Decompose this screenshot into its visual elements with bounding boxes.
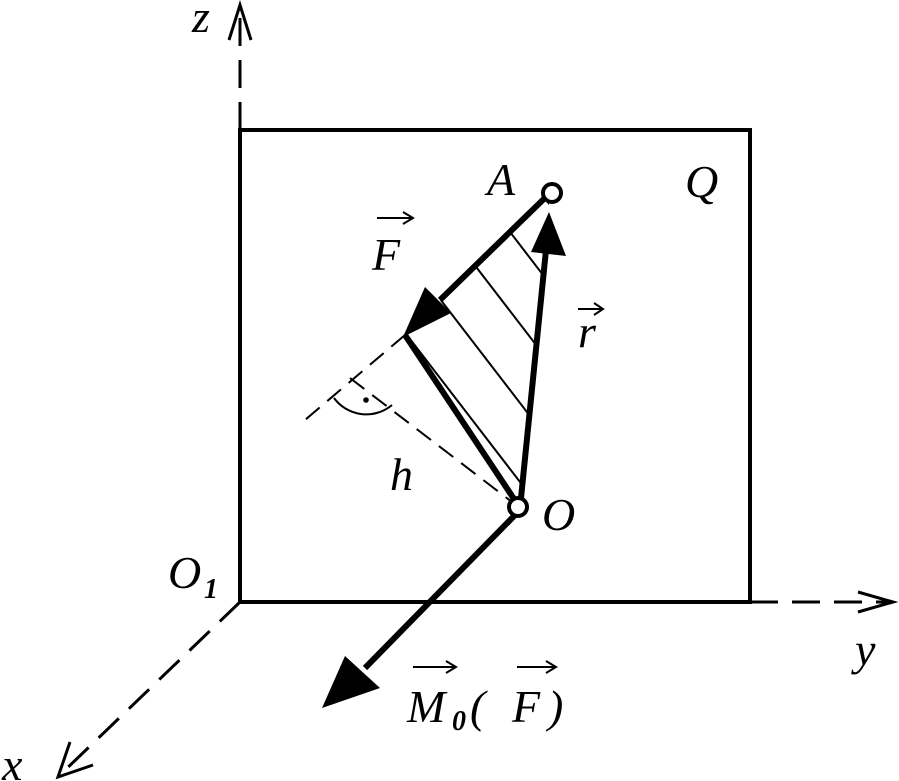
force-label-arrow-icon — [377, 211, 415, 225]
origin-o1-subscript: 1 — [204, 574, 218, 605]
moment-arrowhead — [322, 656, 380, 708]
moment-open-paren: ( — [470, 681, 488, 732]
point-o-marker — [507, 496, 529, 518]
force-arrowhead — [403, 287, 451, 337]
moment-vector — [362, 511, 519, 671]
y-axis-label: y — [851, 624, 876, 675]
hatched-triangle — [405, 193, 550, 508]
radius-label-arrow-icon — [578, 302, 605, 316]
plane-q-label: Q — [685, 156, 718, 207]
arm-h-line — [349, 377, 513, 503]
point-o-label: O — [542, 489, 575, 540]
o-to-f-line — [402, 333, 523, 510]
moment-subscript: 0 — [452, 706, 466, 737]
radius-vector — [517, 249, 549, 509]
z-axis-arrowhead — [227, 0, 253, 41]
x-axis-arrowhead — [55, 741, 94, 780]
x-axis — [60, 600, 242, 775]
right-angle-arc — [333, 397, 393, 416]
force-label: F — [371, 229, 401, 280]
origin-o1-label: O — [168, 547, 201, 598]
moment-close-paren: ) — [545, 681, 563, 732]
force-line-extension — [304, 334, 406, 421]
moment-m-label: M — [406, 681, 448, 732]
point-a-marker — [541, 182, 563, 204]
radius-label: r — [578, 306, 597, 357]
point-a-label: A — [484, 154, 516, 205]
right-angle-dot — [363, 397, 369, 403]
plane-q-outline — [238, 128, 752, 604]
moment-m-arrow-icon — [413, 660, 458, 674]
radius-arrowhead — [531, 212, 566, 256]
x-axis-label: x — [1, 739, 23, 781]
y-axis-arrowhead — [857, 590, 899, 614]
force-vector — [437, 190, 553, 303]
moment-f-arrow-icon — [517, 660, 558, 674]
z-axis-label: z — [191, 0, 210, 42]
arm-h-label: h — [390, 449, 413, 500]
moment-f-label: F — [511, 681, 541, 732]
